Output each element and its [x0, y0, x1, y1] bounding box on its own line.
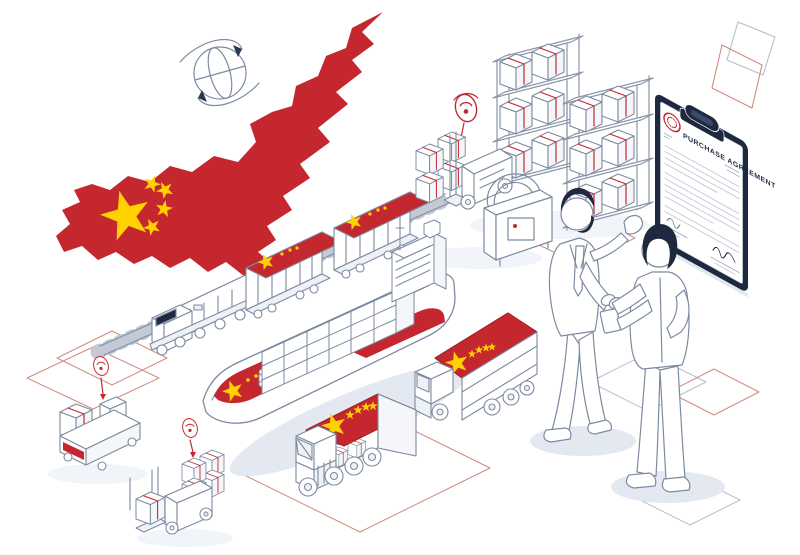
stamp-seal-icon — [663, 112, 681, 133]
businessmen-handshake — [530, 188, 725, 503]
forklift-loader — [443, 131, 513, 210]
clipboard-clip — [679, 104, 725, 143]
china-map-shape — [56, 12, 383, 284]
flag-container-wagon — [245, 231, 343, 319]
freight-train — [90, 191, 455, 360]
globe-rotation-icon — [179, 38, 260, 107]
small-forklift — [129, 416, 233, 547]
businessman-right — [611, 224, 691, 493]
china-map — [56, 12, 383, 284]
locomotive — [149, 272, 263, 356]
location-beacon-icon — [180, 416, 200, 458]
document-lines — [664, 145, 740, 254]
cargo-truck-small — [414, 312, 538, 421]
businessman-left — [543, 188, 644, 443]
loading-cluster — [415, 91, 553, 269]
agv-robot — [48, 354, 148, 484]
cargo-truck-large — [295, 393, 417, 497]
pallet-boxes — [415, 131, 466, 204]
location-beacon-icon — [91, 354, 111, 400]
flag-container-wagon — [333, 191, 431, 279]
strapping-machine — [483, 173, 553, 267]
ship-bridge — [391, 219, 447, 303]
decor-squares-top-right — [711, 21, 776, 109]
